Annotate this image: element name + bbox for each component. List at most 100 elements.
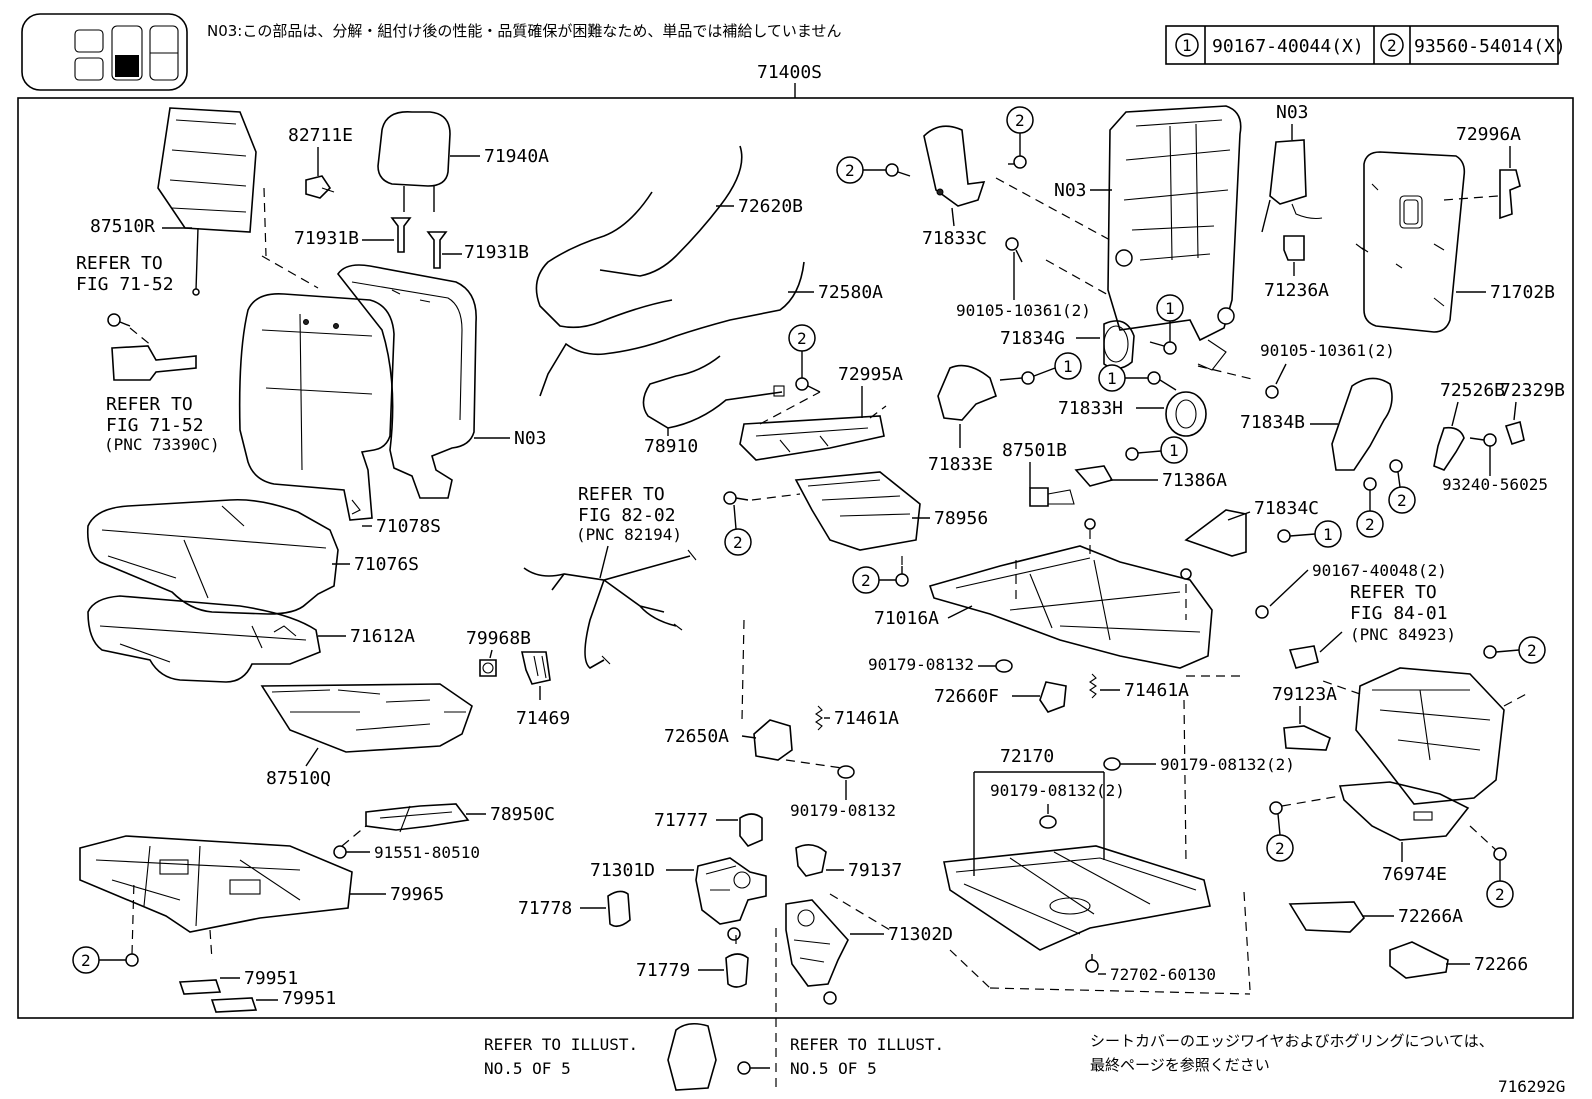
- spring-71461a-a: [1089, 673, 1097, 699]
- cover-71779: [725, 953, 749, 988]
- marker-2-a-text: 2: [797, 329, 807, 348]
- label-72650a: 72650A: [664, 726, 729, 747]
- label-78910: 78910: [644, 436, 698, 457]
- bolt-91551: [333, 845, 347, 859]
- fastener-legend: 1 90167-40044(X) 2 93560-54014(X): [1165, 25, 1566, 65]
- label-79968b: 79968B: [466, 628, 531, 649]
- label-87510q: 87510Q: [266, 768, 331, 789]
- lever-72650a: [753, 719, 793, 761]
- clip-82711e: [305, 175, 335, 199]
- marker-2-d-text: 2: [845, 161, 855, 180]
- marker-1-d-text: 1: [1169, 441, 1179, 460]
- marker-1-a-text: 1: [1165, 299, 1175, 318]
- marker-1-b-text: 1: [1063, 357, 1073, 376]
- cover-71834b: [1331, 377, 1393, 471]
- label-72266a: 72266A: [1398, 906, 1463, 927]
- label-72996a: 72996A: [1456, 124, 1521, 145]
- bolt-78956-bottom: [895, 566, 909, 587]
- knob-72526b: [1433, 426, 1465, 471]
- label-71236a: 71236A: [1264, 280, 1329, 301]
- seat-position-icon: [21, 13, 188, 91]
- label-71702b: 71702B: [1490, 282, 1555, 303]
- pad-79951-a: [178, 979, 222, 995]
- bolt-79965: [125, 953, 139, 967]
- clip-72329b: [1504, 420, 1525, 446]
- bolt-ref: [737, 1061, 770, 1075]
- cable-78910: [642, 355, 785, 429]
- refer-3-line2: FIG 82-02: [578, 505, 676, 526]
- label-90105-b: 90105-10361(2): [1260, 341, 1395, 360]
- nut-90179-b: [1039, 815, 1057, 829]
- label-91551: 91551-80510: [374, 843, 480, 862]
- label-71940a: 71940A: [484, 146, 549, 167]
- label-71461a-a: 71461A: [1124, 680, 1189, 701]
- label-71461a-b: 71461A: [834, 708, 899, 729]
- nut-90179-a: [995, 659, 1013, 673]
- side-cover-76974e: [1338, 667, 1505, 841]
- legend-mark-1: 1: [1182, 36, 1192, 55]
- label-71777: 71777: [654, 810, 708, 831]
- label-71931b-a: 71931B: [294, 228, 359, 249]
- refer-4-line2: FIG 84-01: [1350, 603, 1448, 624]
- under-tray-79965: [79, 835, 353, 933]
- screw-93240: [1469, 433, 1497, 447]
- seat-cushion-cover-71076s: [86, 498, 339, 615]
- screw-71834g: [1149, 341, 1177, 355]
- label-71301d: 71301D: [590, 860, 655, 881]
- label-71778: 71778: [518, 898, 572, 919]
- figure-id: 716292G: [1498, 1077, 1565, 1096]
- release-cable-72580a: [539, 261, 805, 397]
- bolt-72702: [1085, 954, 1099, 973]
- connector-87501b: [1029, 487, 1075, 507]
- label-90179-c: 90179-08132(2): [1160, 755, 1295, 774]
- screw-71833c-right: [1008, 155, 1027, 169]
- marker-1-e-text: 1: [1323, 525, 1333, 544]
- refer-4-line3: (PNC 84923): [1350, 625, 1456, 644]
- nut-90179-c: [1103, 757, 1121, 771]
- label-72620b: 72620B: [738, 196, 803, 217]
- screw-71386a: [1125, 447, 1139, 461]
- footer-jp-note-2: 最終ページを参照ください: [1090, 1056, 1270, 1074]
- label-90105-a: 90105-10361(2): [956, 301, 1091, 320]
- marker-2-f: [1388, 486, 1416, 514]
- cover-71834c: [1184, 509, 1247, 557]
- refer-3-line3: (PNC 82194): [576, 525, 682, 544]
- label-71834b: 71834B: [1240, 412, 1305, 433]
- marker-2-k-text: 2: [81, 951, 91, 970]
- marker-2-i-text: 2: [1275, 839, 1285, 858]
- label-72995a: 72995A: [838, 364, 903, 385]
- footer-refer-right-2: NO.5 OF 5: [790, 1059, 877, 1078]
- label-78950c: 78950C: [490, 804, 555, 825]
- screw-76974e-left: [1269, 801, 1283, 815]
- screw-71834c: [1277, 529, 1291, 543]
- seatback-cover-n03: [337, 264, 477, 499]
- diagram-frame: [17, 97, 1574, 1019]
- screw-90167-48: [1255, 605, 1269, 619]
- bolt-72995a: [795, 377, 821, 393]
- clip-72996a: [1499, 169, 1521, 220]
- legend-part-1: 90167-40044(X): [1212, 36, 1364, 57]
- screw-76974e-top: [1483, 645, 1497, 659]
- marker-2-c-text: 2: [861, 571, 871, 590]
- bolt-90105-right: [1265, 385, 1279, 399]
- release-cable-72620b: [535, 145, 743, 329]
- wire-harness: [523, 549, 697, 669]
- seat-cushion-pad-71612a: [87, 595, 321, 683]
- pad-79951-b: [210, 997, 258, 1013]
- back-board-71702b: [1355, 151, 1466, 333]
- recliner-71301d: [695, 857, 767, 941]
- label-71076s: 71076S: [354, 554, 419, 575]
- header-note: N03:この部品は、分解・組付け後の性能・品質確保が困難なため、単品では補給して…: [207, 22, 841, 40]
- marker-2-j-text: 2: [1495, 885, 1505, 904]
- label-71469: 71469: [516, 708, 570, 729]
- legend-part-2: 93560-54014(X): [1414, 36, 1566, 57]
- screw-71834b-2: [1363, 477, 1377, 491]
- label-72266: 72266: [1474, 954, 1528, 975]
- label-79951-a: 79951: [244, 968, 298, 989]
- bracket-71386a: [1074, 465, 1114, 487]
- label-79951-b: 79951: [282, 988, 336, 1009]
- label-71834c: 71834C: [1254, 498, 1319, 519]
- cover-71778: [607, 890, 631, 928]
- cover-71833h: [1165, 391, 1207, 437]
- seatback-cover-ref: [667, 1022, 717, 1091]
